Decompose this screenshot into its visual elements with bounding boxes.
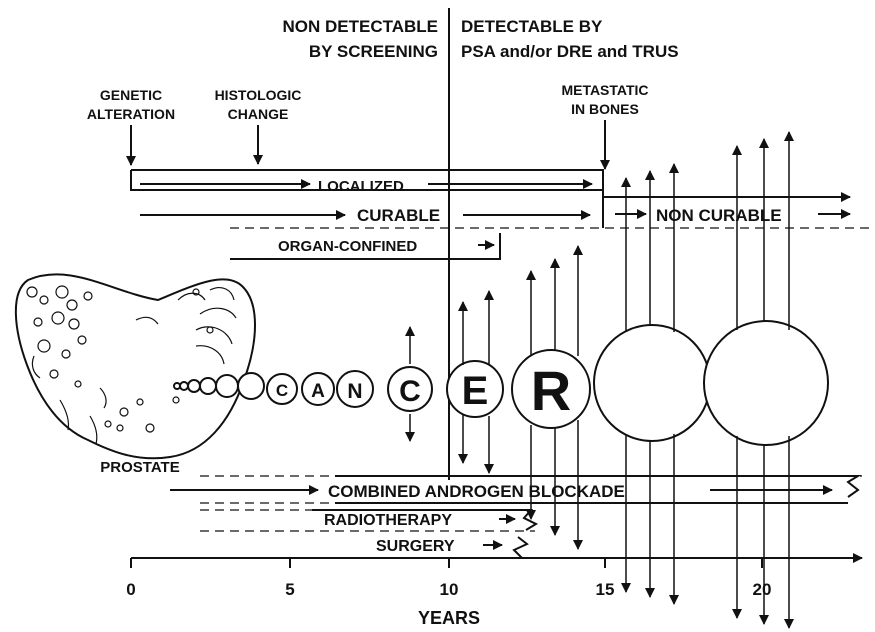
growth-spheres <box>174 321 828 445</box>
prostate-outline <box>16 274 255 458</box>
treatment-radiotherapy: RADIOTHERAPY <box>200 510 536 531</box>
prostate-label: PROSTATE <box>100 459 179 476</box>
histologic-label-line2: CHANGE <box>228 106 289 122</box>
tick-label-15: 15 <box>596 580 615 599</box>
tick-label-5: 5 <box>285 580 294 599</box>
time-axis: 0 5 10 15 20 YEARS <box>126 558 862 628</box>
large-sphere-2 <box>704 321 828 445</box>
sphere-4 <box>200 378 216 394</box>
header-right-line2: PSA and/or DRE and TRUS <box>461 42 679 61</box>
metastatic-label-line1: METASTATIC <box>561 82 648 98</box>
genetic-label-line1: GENETIC <box>100 87 162 103</box>
surgery-label: SURGERY <box>376 538 455 555</box>
sphere-5 <box>216 375 238 397</box>
cancer-letter-a: A <box>311 381 325 402</box>
organ-confined-row: ORGAN-CONFINED <box>230 233 500 259</box>
cancer-letter-c1: C <box>276 381 288 400</box>
organ-confined-label: ORGAN-CONFINED <box>278 238 417 255</box>
cancer-letter-n: N <box>347 380 362 403</box>
localized-label: LOCALIZED <box>318 178 404 195</box>
treatment-surgery: SURGERY <box>338 537 527 558</box>
curable-label: CURABLE <box>357 206 440 225</box>
tick-label-10: 10 <box>440 580 459 599</box>
sphere-3 <box>188 380 200 392</box>
axis-label: YEARS <box>418 608 480 628</box>
localized-row: LOCALIZED <box>131 170 603 195</box>
radiotherapy-label: RADIOTHERAPY <box>324 512 452 529</box>
genetic-label-line2: ALTERATION <box>87 106 175 122</box>
tick-label-20: 20 <box>753 580 772 599</box>
histologic-label-line1: HISTOLOGIC <box>215 87 302 103</box>
treatment-cab: COMBINED ANDROGEN BLOCKADE <box>170 476 862 503</box>
metastatic-label-line2: IN BONES <box>571 101 639 117</box>
prostate: PROSTATE <box>16 274 255 476</box>
cancer-letter-r: R <box>531 359 571 422</box>
header-left-line2: BY SCREENING <box>309 42 438 61</box>
cancer-letter-e: E <box>462 369 489 413</box>
header: NON DETECTABLE BY SCREENING DETECTABLE B… <box>282 17 678 61</box>
header-left-line1: NON DETECTABLE <box>282 17 438 36</box>
event-labels: GENETIC ALTERATION HISTOLOGIC CHANGE MET… <box>87 82 649 122</box>
curable-row: CURABLE NON CURABLE <box>140 190 872 228</box>
non-curable-label: NON CURABLE <box>656 206 782 225</box>
sphere-6 <box>238 373 264 399</box>
cancer-letter-c2: C <box>399 375 421 408</box>
sphere-2 <box>180 382 188 390</box>
event-arrows <box>131 120 605 169</box>
cab-label: COMBINED ANDROGEN BLOCKADE <box>328 482 625 501</box>
tick-label-0: 0 <box>126 580 135 599</box>
header-right-line1: DETECTABLE BY <box>461 17 603 36</box>
large-sphere-1 <box>594 325 710 441</box>
